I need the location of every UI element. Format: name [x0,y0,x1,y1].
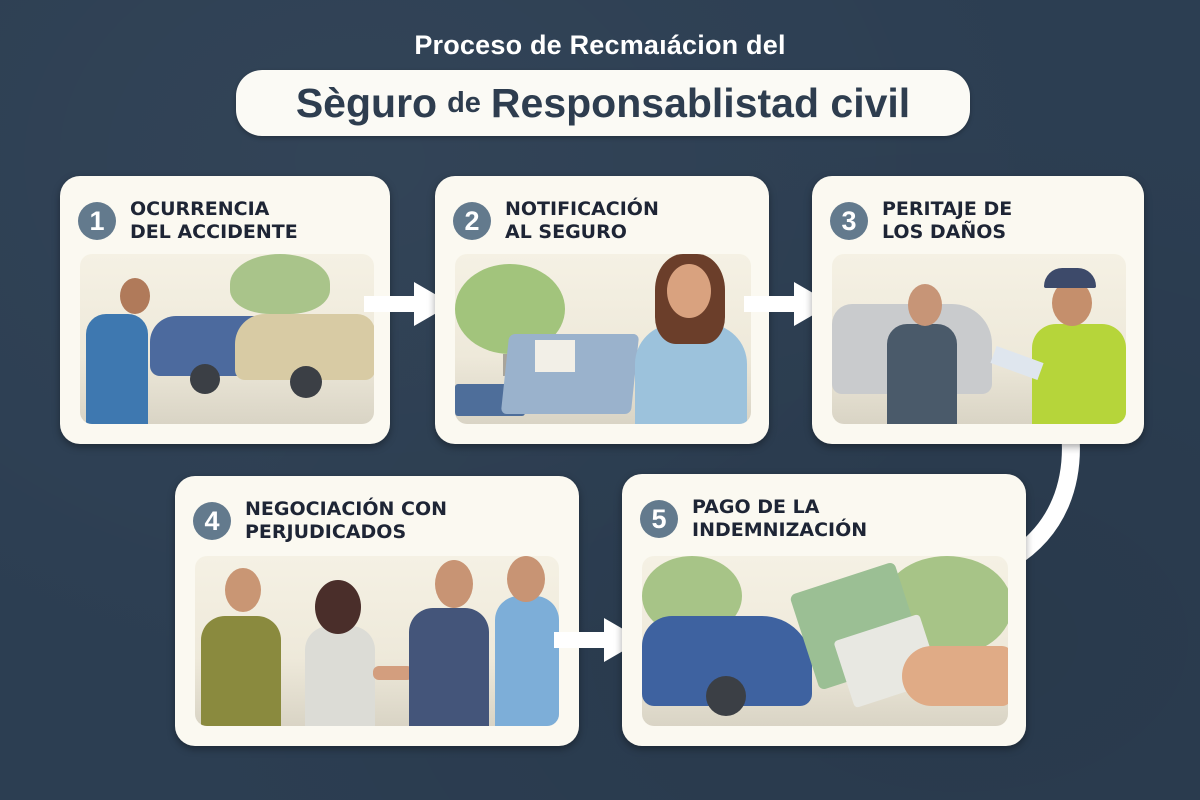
step-card-5: 5 PAGO DE LA INDEMNIZACIÓN [622,474,1026,746]
hand-icon [902,646,1008,706]
step-header-3: 3 PERITAJE DE LOS DAÑOS [830,198,1012,244]
step-header-4: 4 NEGOCIACIÓN CON PERJUDICADOS [193,498,447,544]
negotiation-illustration [195,556,559,726]
person-blue-shirt-icon [495,596,559,726]
title-part-seguro: Sèguro [295,79,438,126]
step-header-2: 2 NOTIFICACIÓN AL SEGURO [453,198,659,244]
step-number-badge: 4 [193,502,231,540]
step-label: NOTIFICACIÓN AL SEGURO [505,198,659,243]
step-number-badge: 1 [78,202,116,240]
person-olive-jacket-icon [201,616,281,726]
title-banner: Sèguro de Responsablistad civil [236,70,970,136]
handshake-icon [373,666,413,680]
arrow-right-icon [744,282,832,326]
step-header-5: 5 PAGO DE LA INDEMNIZACIÓN [640,496,867,542]
person-navy-suit-icon [409,608,489,726]
step-header-1: 1 OCURRENCIA DEL ACCIDENTE [78,198,298,244]
businessman-figure-icon [887,324,957,424]
arrow-right-icon [364,282,452,326]
step-number-badge: 2 [453,202,491,240]
step-card-1: 1 OCURRENCIA DEL ACCIDENTE [60,176,390,444]
step-label: PAGO DE LA INDEMNIZACIÓN [692,496,868,541]
step-card-4: 4 NEGOCIACIÓN CON PERJUDICADOS [175,476,579,746]
tree-icon [230,254,330,314]
inspection-illustration [832,254,1126,424]
step-label: PERITAJE DE LOS DAÑOS [882,198,1013,243]
step-card-2: 2 NOTIFICACIÓN AL SEGURO [435,176,769,444]
man-figure-icon [86,314,148,424]
accident-illustration [80,254,374,424]
step-label: NEGOCIACIÓN CON PERJUDICADOS [245,498,448,543]
step-card-3: 3 PERITAJE DE LOS DAÑOS [812,176,1144,444]
arrow-right-icon [554,618,642,662]
inspector-figure-icon [1032,324,1126,424]
woman-figure-icon [305,626,375,726]
step-number-badge: 5 [640,500,678,538]
step-number-badge: 3 [830,202,868,240]
payment-illustration [642,556,1008,726]
title-part-de: de [447,86,481,119]
step-label: OCURRENCIA DEL ACCIDENTE [130,198,298,243]
cap-icon [1044,268,1096,288]
notification-illustration [455,254,751,424]
supertitle: Proceso de Recmaıácion del [414,30,786,60]
title-part-responsabilidad: Responsablistad civil [490,79,911,126]
